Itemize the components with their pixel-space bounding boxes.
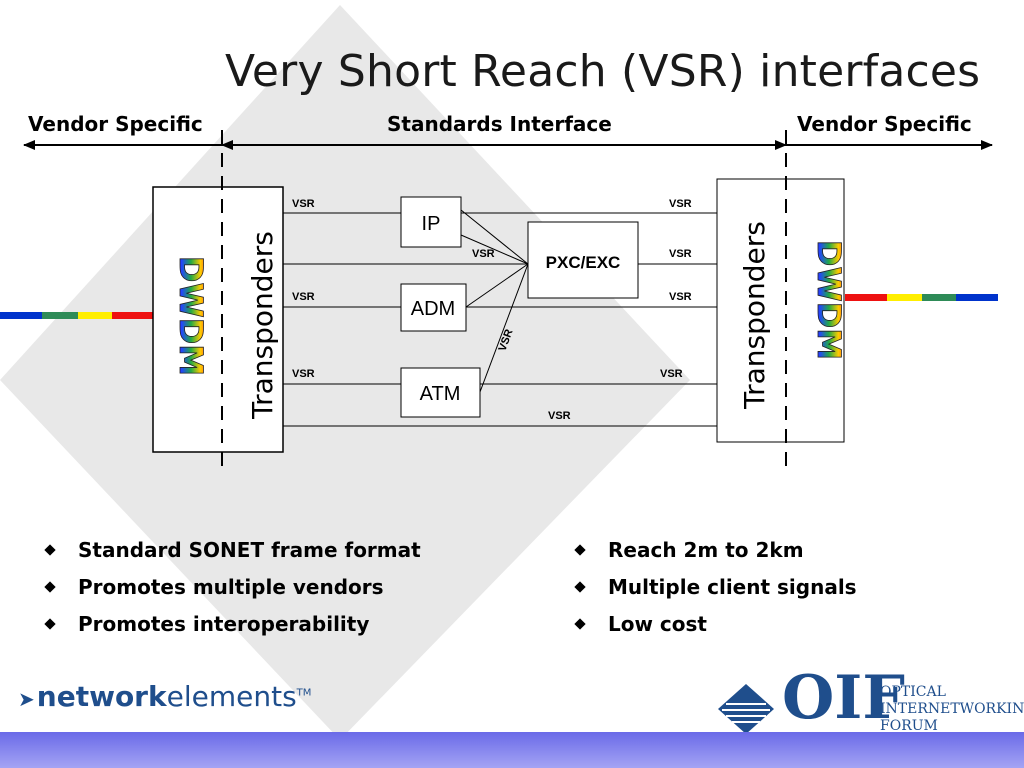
oif-diamond-icon: [718, 684, 774, 734]
network-elements-logo: ➤networkelementsTM: [18, 680, 311, 713]
oif-line-2: INTERNETWORKING: [880, 701, 1024, 717]
vsr-label: VSR: [669, 248, 692, 260]
vsr-label: VSR: [292, 198, 315, 210]
bullet-diamond-icon: [574, 581, 586, 593]
bullet-text: Promotes multiple vendors: [78, 575, 384, 599]
vsr-label: VSR: [292, 368, 315, 380]
bullet-diamond-icon: [44, 618, 56, 630]
standards-interface-label: Standards Interface: [387, 112, 612, 136]
left-transponder-block: [152, 186, 284, 453]
pxc-label: PXC/EXC: [546, 253, 621, 272]
oif-line-1: OPTICAL: [880, 684, 946, 700]
vsr-label: VSR: [548, 410, 571, 422]
ip-box: [400, 196, 462, 248]
vendor-specific-right-label: Vendor Specific: [797, 112, 972, 136]
bullet-item: Standard SONET frame format: [44, 538, 421, 562]
bullet-item: Multiple client signals: [574, 575, 857, 599]
right-transponder-block: [716, 178, 845, 443]
logo-bold-text: network: [36, 680, 167, 713]
left-dwdm-label: DWDM: [172, 256, 210, 376]
bullet-diamond-icon: [574, 618, 586, 630]
bullet-diamond-icon: [44, 544, 56, 556]
bullet-diamond-icon: [574, 544, 586, 556]
logo-tm: TM: [296, 687, 312, 699]
oif-logo-text: OIF: [782, 663, 905, 733]
bullet-text: Multiple client signals: [608, 575, 857, 599]
bullet-text: Low cost: [608, 612, 707, 636]
logo-light-text: elements: [166, 680, 297, 713]
left-transponders-label: Transponders: [246, 231, 279, 420]
bullet-item: Reach 2m to 2km: [574, 538, 804, 562]
vsr-label: VSR: [669, 198, 692, 210]
right-dwdm-label: DWDM: [810, 240, 848, 360]
adm-box: [400, 283, 467, 332]
footer-bar: [0, 732, 1024, 768]
vendor-specific-left-label: Vendor Specific: [28, 112, 203, 136]
right-transponders-label: Transponders: [738, 221, 771, 410]
bullet-item: Low cost: [574, 612, 707, 636]
bullet-text: Reach 2m to 2km: [608, 538, 804, 562]
vsr-label: VSR: [660, 368, 683, 380]
bullet-text: Promotes interoperability: [78, 612, 370, 636]
bullet-diamond-icon: [44, 581, 56, 593]
atm-label: ATM: [420, 383, 461, 405]
oif-line-3: FORUM: [880, 718, 938, 734]
slide-title: Very Short Reach (VSR) interfaces: [225, 46, 981, 97]
bullet-item: Promotes interoperability: [44, 612, 370, 636]
swirl-icon: ➤: [18, 687, 35, 711]
ip-label: IP: [422, 213, 441, 235]
atm-box: [400, 367, 481, 418]
pxc-box: [527, 221, 639, 299]
adm-label: ADM: [411, 298, 455, 320]
connections: [283, 209, 717, 427]
vsr-label: VSR: [669, 291, 692, 303]
vsr-label: VSR: [472, 248, 495, 260]
fiber-left: [0, 312, 154, 319]
bullet-text: Standard SONET frame format: [78, 538, 421, 562]
fiber-right: [845, 294, 998, 301]
bullet-item: Promotes multiple vendors: [44, 575, 384, 599]
vsr-label: VSR: [292, 291, 315, 303]
vsr-label-diagonal: VSR: [497, 328, 516, 353]
